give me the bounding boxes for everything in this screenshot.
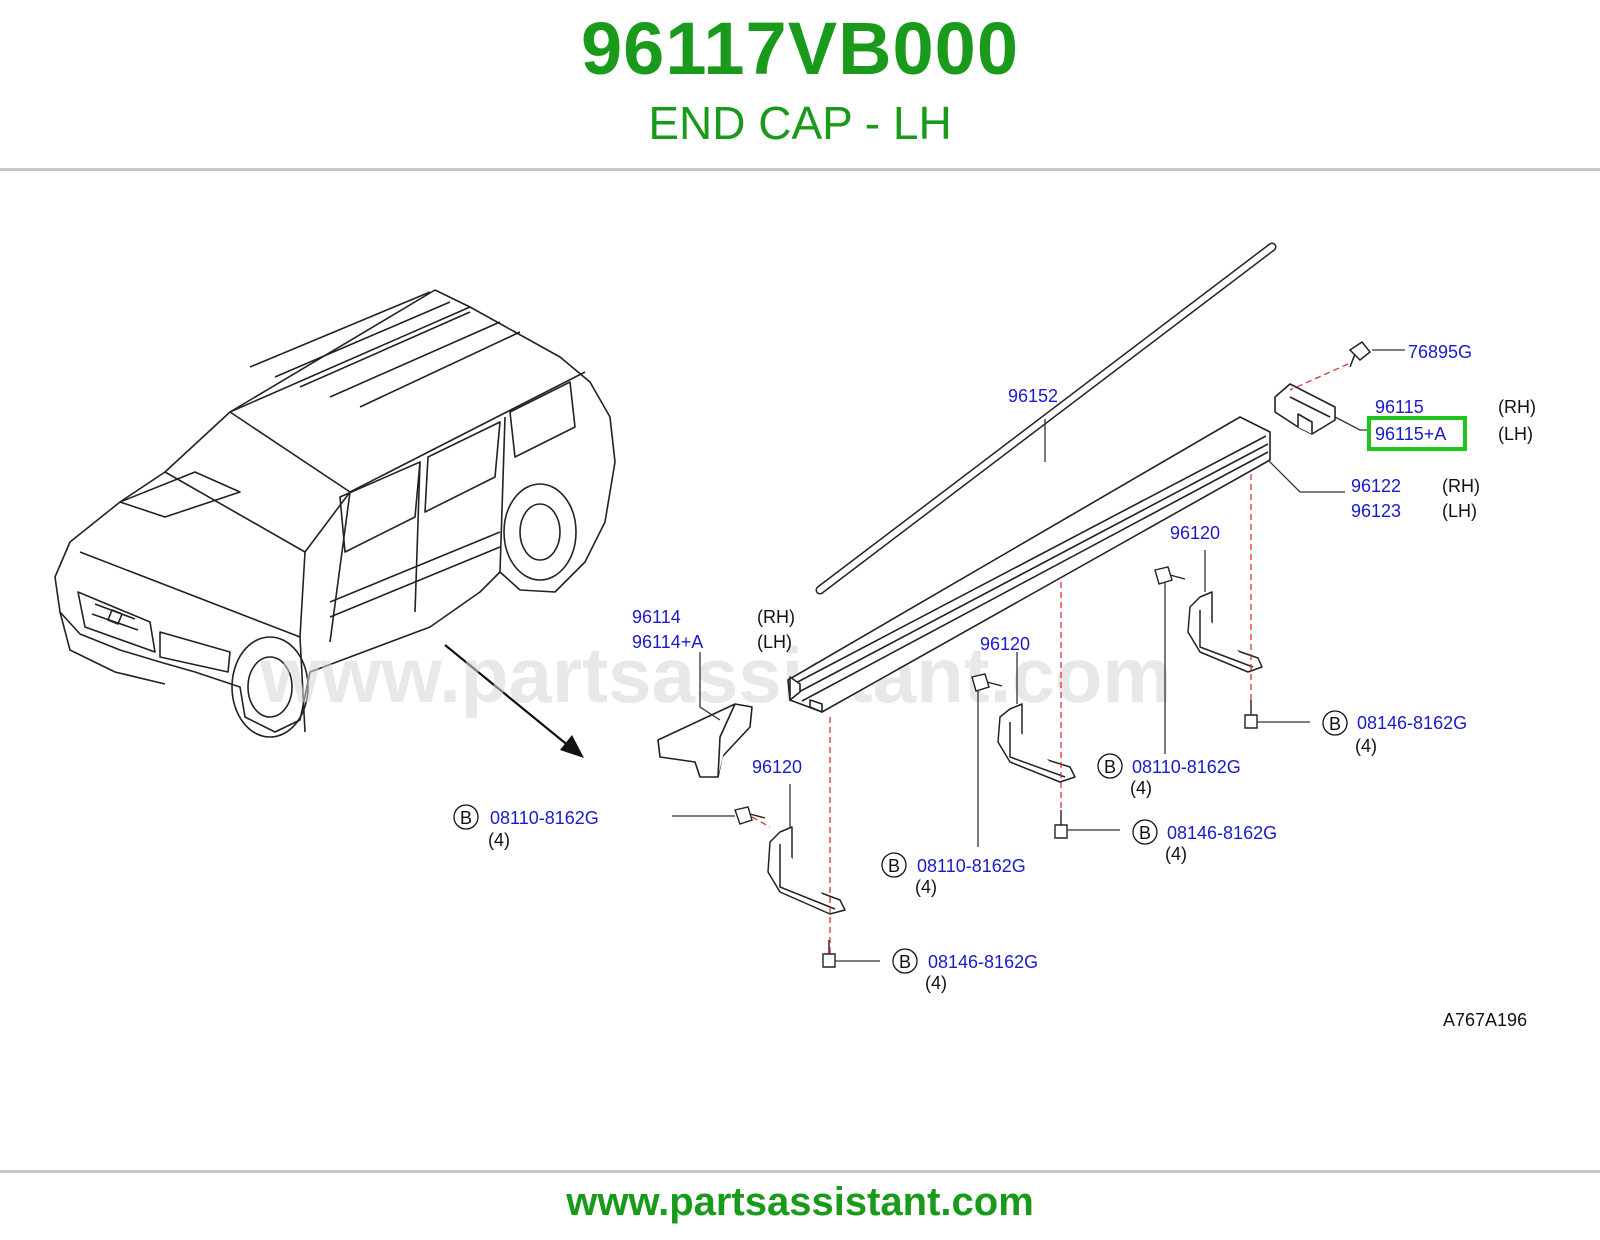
- bolts: [734, 566, 1258, 968]
- bolt-callout-front-lower: B 08146-8162G (4): [892, 948, 1038, 993]
- part-description: END CAP - LH: [648, 97, 952, 149]
- callout-96115a[interactable]: 96115+A: [1375, 424, 1446, 444]
- bracket-part-rear: [1187, 591, 1263, 673]
- watermark-text: www.partsassistant.com: [259, 631, 1172, 719]
- svg-text:(4): (4): [1130, 778, 1152, 798]
- end-cap-part: [1274, 383, 1336, 435]
- svg-text:B: B: [1104, 757, 1116, 777]
- svg-text:08110-8162G: 08110-8162G: [917, 856, 1026, 876]
- footer-url-link[interactable]: www.partsassistant.com: [566, 1180, 1034, 1224]
- callout-96120-rear: 96120: [1170, 523, 1220, 543]
- step-rail-part: [787, 416, 1271, 713]
- svg-text:(4): (4): [925, 973, 947, 993]
- callout-96114a: 96114+A: [632, 632, 703, 652]
- bracket-part-middle: [997, 703, 1076, 783]
- svg-text:08146-8162G: 08146-8162G: [928, 952, 1038, 972]
- svg-text:(4): (4): [1355, 736, 1377, 756]
- part-number-title: 96117VB000: [581, 7, 1019, 90]
- callout-96122: 96122: [1351, 476, 1401, 496]
- vehicle-illustration: [54, 289, 616, 738]
- callout-76895g: 76895G: [1408, 342, 1472, 362]
- bolt-callout-rear-lower: B 08146-8162G (4): [1322, 710, 1467, 756]
- svg-text:08146-8162G: 08146-8162G: [1357, 713, 1467, 733]
- svg-text:B: B: [460, 808, 472, 828]
- svg-text:08146-8162G: 08146-8162G: [1167, 823, 1277, 843]
- callout-96115-rh: (RH): [1498, 397, 1536, 417]
- callout-96115a-lh: (LH): [1498, 424, 1533, 444]
- bracket-part-front: [767, 826, 846, 915]
- bolt-callout-rear-upper: B 08110-8162G (4): [1097, 753, 1241, 798]
- svg-text:B: B: [1139, 823, 1151, 843]
- callout-96122-rh: (RH): [1442, 476, 1480, 496]
- alignment-lines: [751, 363, 1349, 954]
- svg-text:B: B: [1329, 714, 1341, 734]
- svg-text:B: B: [899, 952, 911, 972]
- parts-diagram: www.partsassistant.com: [54, 242, 1536, 1030]
- front-end-cap-part: [657, 703, 753, 778]
- callout-96115: 96115: [1375, 397, 1424, 417]
- molding-part: [815, 242, 1277, 595]
- header-divider: [0, 168, 1600, 171]
- callout-96114-rh: (RH): [757, 607, 795, 627]
- svg-text:B: B: [888, 856, 900, 876]
- callout-96152: 96152: [1008, 386, 1058, 406]
- svg-text:(4): (4): [488, 830, 510, 850]
- diagram-code: A767A196: [1443, 1010, 1527, 1030]
- leader-lines: [672, 349, 1405, 962]
- highlight-box: [1367, 416, 1467, 451]
- bolt-callout-middle-upper: B 08110-8162G (4): [881, 852, 1026, 897]
- svg-text:(4): (4): [1165, 844, 1187, 864]
- callout-96123: 96123: [1351, 501, 1401, 521]
- svg-text:(4): (4): [915, 877, 937, 897]
- callout-96123-lh: (LH): [1442, 501, 1477, 521]
- svg-text:08110-8162G: 08110-8162G: [490, 808, 599, 828]
- bolt-callout-front-upper: B 08110-8162G (4): [453, 804, 599, 850]
- callout-96114: 96114: [632, 607, 681, 627]
- bolt-callout-middle-lower: B 08146-8162G (4): [1132, 819, 1277, 864]
- header: 96117VB000 END CAP - LH: [0, 0, 1600, 168]
- callout-96114a-lh: (LH): [757, 632, 792, 652]
- svg-text:08110-8162G: 08110-8162G: [1132, 757, 1241, 777]
- callout-96120-front: 96120: [752, 757, 802, 777]
- callout-96120-middle: 96120: [980, 634, 1030, 654]
- footer-divider: [0, 1170, 1600, 1173]
- direction-arrow: [444, 644, 584, 758]
- clip-part: [1348, 340, 1372, 368]
